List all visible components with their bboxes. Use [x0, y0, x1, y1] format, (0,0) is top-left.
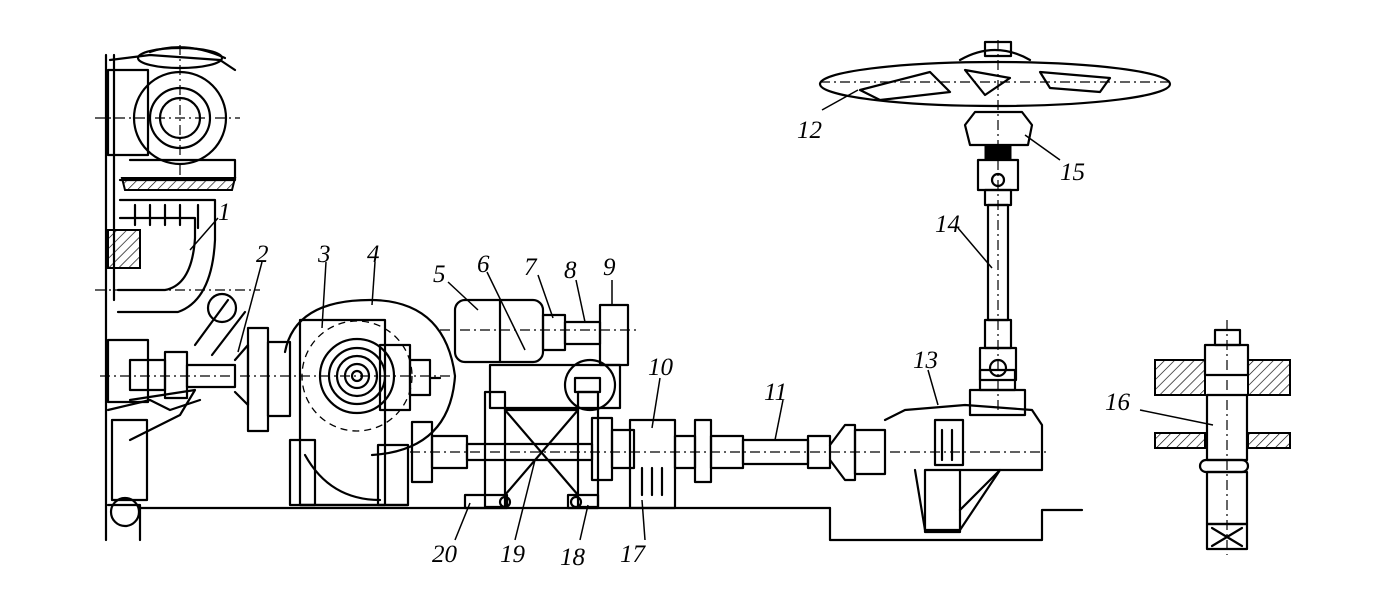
label-16: 16 — [1105, 389, 1131, 416]
foundation-base — [138, 506, 1084, 542]
label-1: 1 — [218, 199, 231, 226]
label-6: 6 — [477, 251, 490, 278]
label-5: 5 — [433, 261, 446, 288]
lower-shaft — [410, 416, 1050, 510]
label-14: 14 — [935, 211, 960, 238]
label-20: 20 — [432, 541, 458, 568]
label-9: 9 — [603, 254, 616, 281]
label-8: 8 — [564, 257, 577, 284]
label-19: 19 — [500, 541, 526, 568]
motor-assembly — [440, 298, 640, 509]
bearing-detail — [1154, 320, 1291, 555]
coupling-shaft — [100, 292, 460, 442]
vertical-shaft — [963, 40, 1034, 410]
gearbox — [283, 298, 457, 507]
label-10: 10 — [648, 354, 674, 381]
label-13: 13 — [913, 347, 938, 374]
label-18: 18 — [560, 544, 586, 571]
callout-labels: 1 2 3 4 5 6 7 8 9 10 11 12 13 14 15 16 1… — [218, 117, 1131, 571]
label-7: 7 — [524, 254, 538, 281]
angle-gearbox — [883, 368, 1044, 534]
leader-lines — [189, 89, 1214, 541]
fan-impeller — [818, 40, 1172, 108]
label-11: 11 — [764, 379, 787, 406]
label-15: 15 — [1060, 159, 1085, 186]
label-17: 17 — [620, 541, 647, 568]
label-12: 12 — [797, 117, 822, 144]
label-2: 2 — [256, 241, 269, 268]
label-4: 4 — [367, 241, 380, 268]
label-3: 3 — [317, 241, 331, 268]
engine-casing — [95, 45, 260, 542]
foundation-pads — [463, 493, 600, 510]
